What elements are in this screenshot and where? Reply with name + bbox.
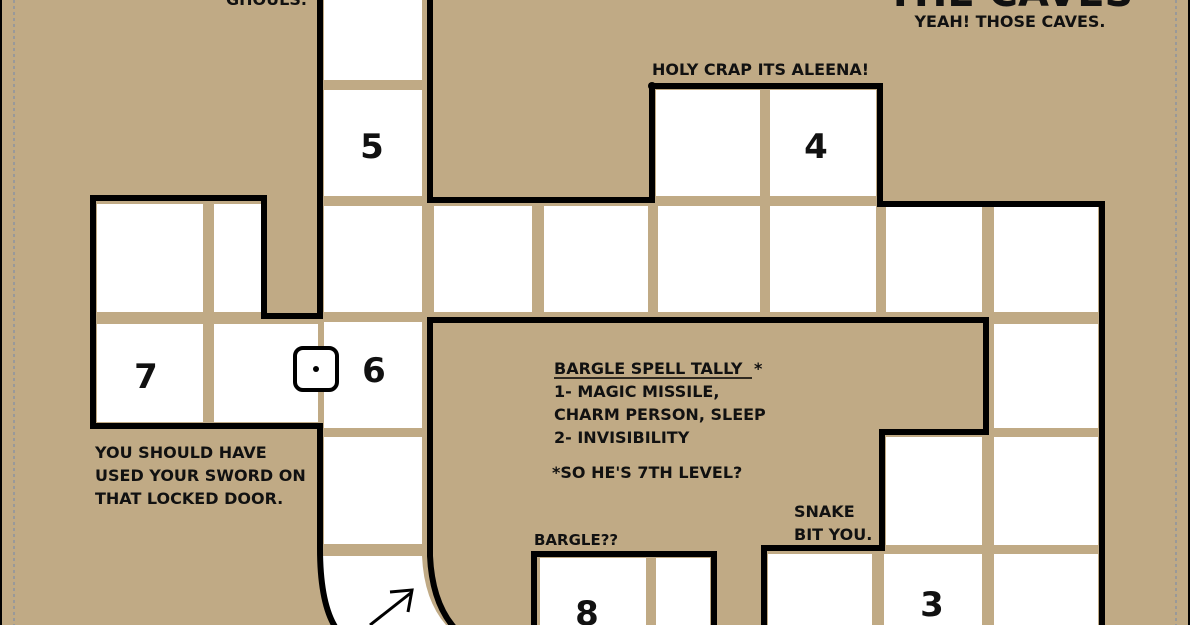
- map-subtitle: YEAH! THOSE CAVES.: [913, 12, 1105, 31]
- tally-footnote: *SO HE'S 7TH LEVEL?: [552, 463, 742, 482]
- tally-asterisk: *: [754, 359, 763, 378]
- wall-corner-dot: [648, 82, 656, 90]
- locked-door-icon[interactable]: [293, 346, 339, 392]
- room-number-3: 3: [920, 585, 944, 625]
- note-ghouls: GHOULS.: [226, 0, 307, 9]
- tally-heading: BARGLE SPELL TALLY: [554, 359, 743, 378]
- tally-line3: 2- INVISIBILITY: [554, 428, 690, 447]
- room-number-5: 5: [360, 127, 384, 167]
- note-sword-line3: THAT LOCKED DOOR.: [95, 489, 283, 508]
- floor-tiles: [97, 0, 1098, 625]
- room-number-4: 4: [804, 127, 828, 167]
- note-sword-line1: YOU SHOULD HAVE: [94, 443, 267, 462]
- room-number-8: 8: [575, 594, 599, 625]
- note-sword-line2: USED YOUR SWORD ON: [95, 466, 306, 485]
- note-bargle: BARGLE??: [534, 531, 618, 549]
- entrance-arrow-icon: [369, 588, 414, 625]
- room-number-7: 7: [134, 357, 158, 397]
- tally-line1: 1- MAGIC MISSILE,: [554, 382, 719, 401]
- note-snake-line2: BIT YOU.: [794, 525, 872, 544]
- tally-line2: CHARM PERSON, SLEEP: [554, 405, 766, 424]
- note-aleena: HOLY CRAP ITS ALEENA!: [652, 60, 869, 79]
- cave-walls: [90, 0, 1105, 625]
- room-number-6: 6: [362, 351, 386, 391]
- note-snake-line1: SNAKE: [794, 502, 855, 521]
- map-title: THE CAVES: [887, 0, 1134, 16]
